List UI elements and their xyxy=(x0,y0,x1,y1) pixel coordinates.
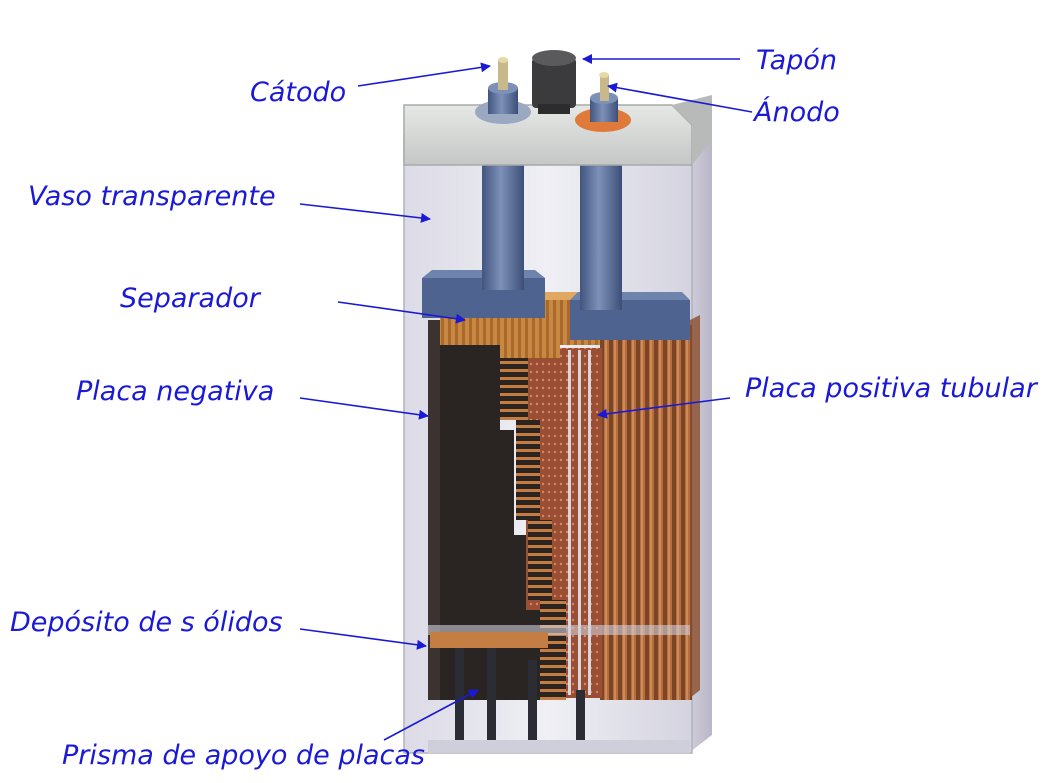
label-deposito-solidos: Depósito de s ólidos xyxy=(10,607,283,638)
label-arrows xyxy=(299,54,753,741)
support-prisms xyxy=(428,648,690,753)
arrow-prisma xyxy=(383,689,479,741)
positive-post xyxy=(580,160,622,310)
cathode-stud xyxy=(498,60,508,90)
arrow-anodo xyxy=(607,82,753,113)
label-tapon: Tapón xyxy=(756,45,837,76)
label-prisma-apoyo: Prisma de apoyo de placas xyxy=(62,740,425,771)
label-vaso-transparente: Vaso transparente xyxy=(28,181,276,212)
arrow-catodo xyxy=(357,62,491,87)
arrow-vaso xyxy=(299,203,431,223)
arrow-separador xyxy=(337,301,466,324)
arrow-placa-positiva xyxy=(597,397,731,419)
arrow-deposito xyxy=(299,628,427,650)
label-separador: Separador xyxy=(120,283,260,314)
label-placa-negativa: Placa negativa xyxy=(76,376,275,407)
label-anodo: Ánodo xyxy=(754,97,840,128)
anode-stud xyxy=(600,75,609,101)
negative-plate xyxy=(428,320,540,700)
arrow-placa-negativa xyxy=(299,397,429,420)
solids-deposit xyxy=(430,632,548,648)
label-placa-positiva-tubular: Placa positiva tubular xyxy=(745,373,1037,404)
positive-plate xyxy=(600,325,692,700)
label-catodo: Cátodo xyxy=(250,77,347,108)
separator-ribs xyxy=(500,338,566,700)
cap-plug xyxy=(532,58,576,108)
